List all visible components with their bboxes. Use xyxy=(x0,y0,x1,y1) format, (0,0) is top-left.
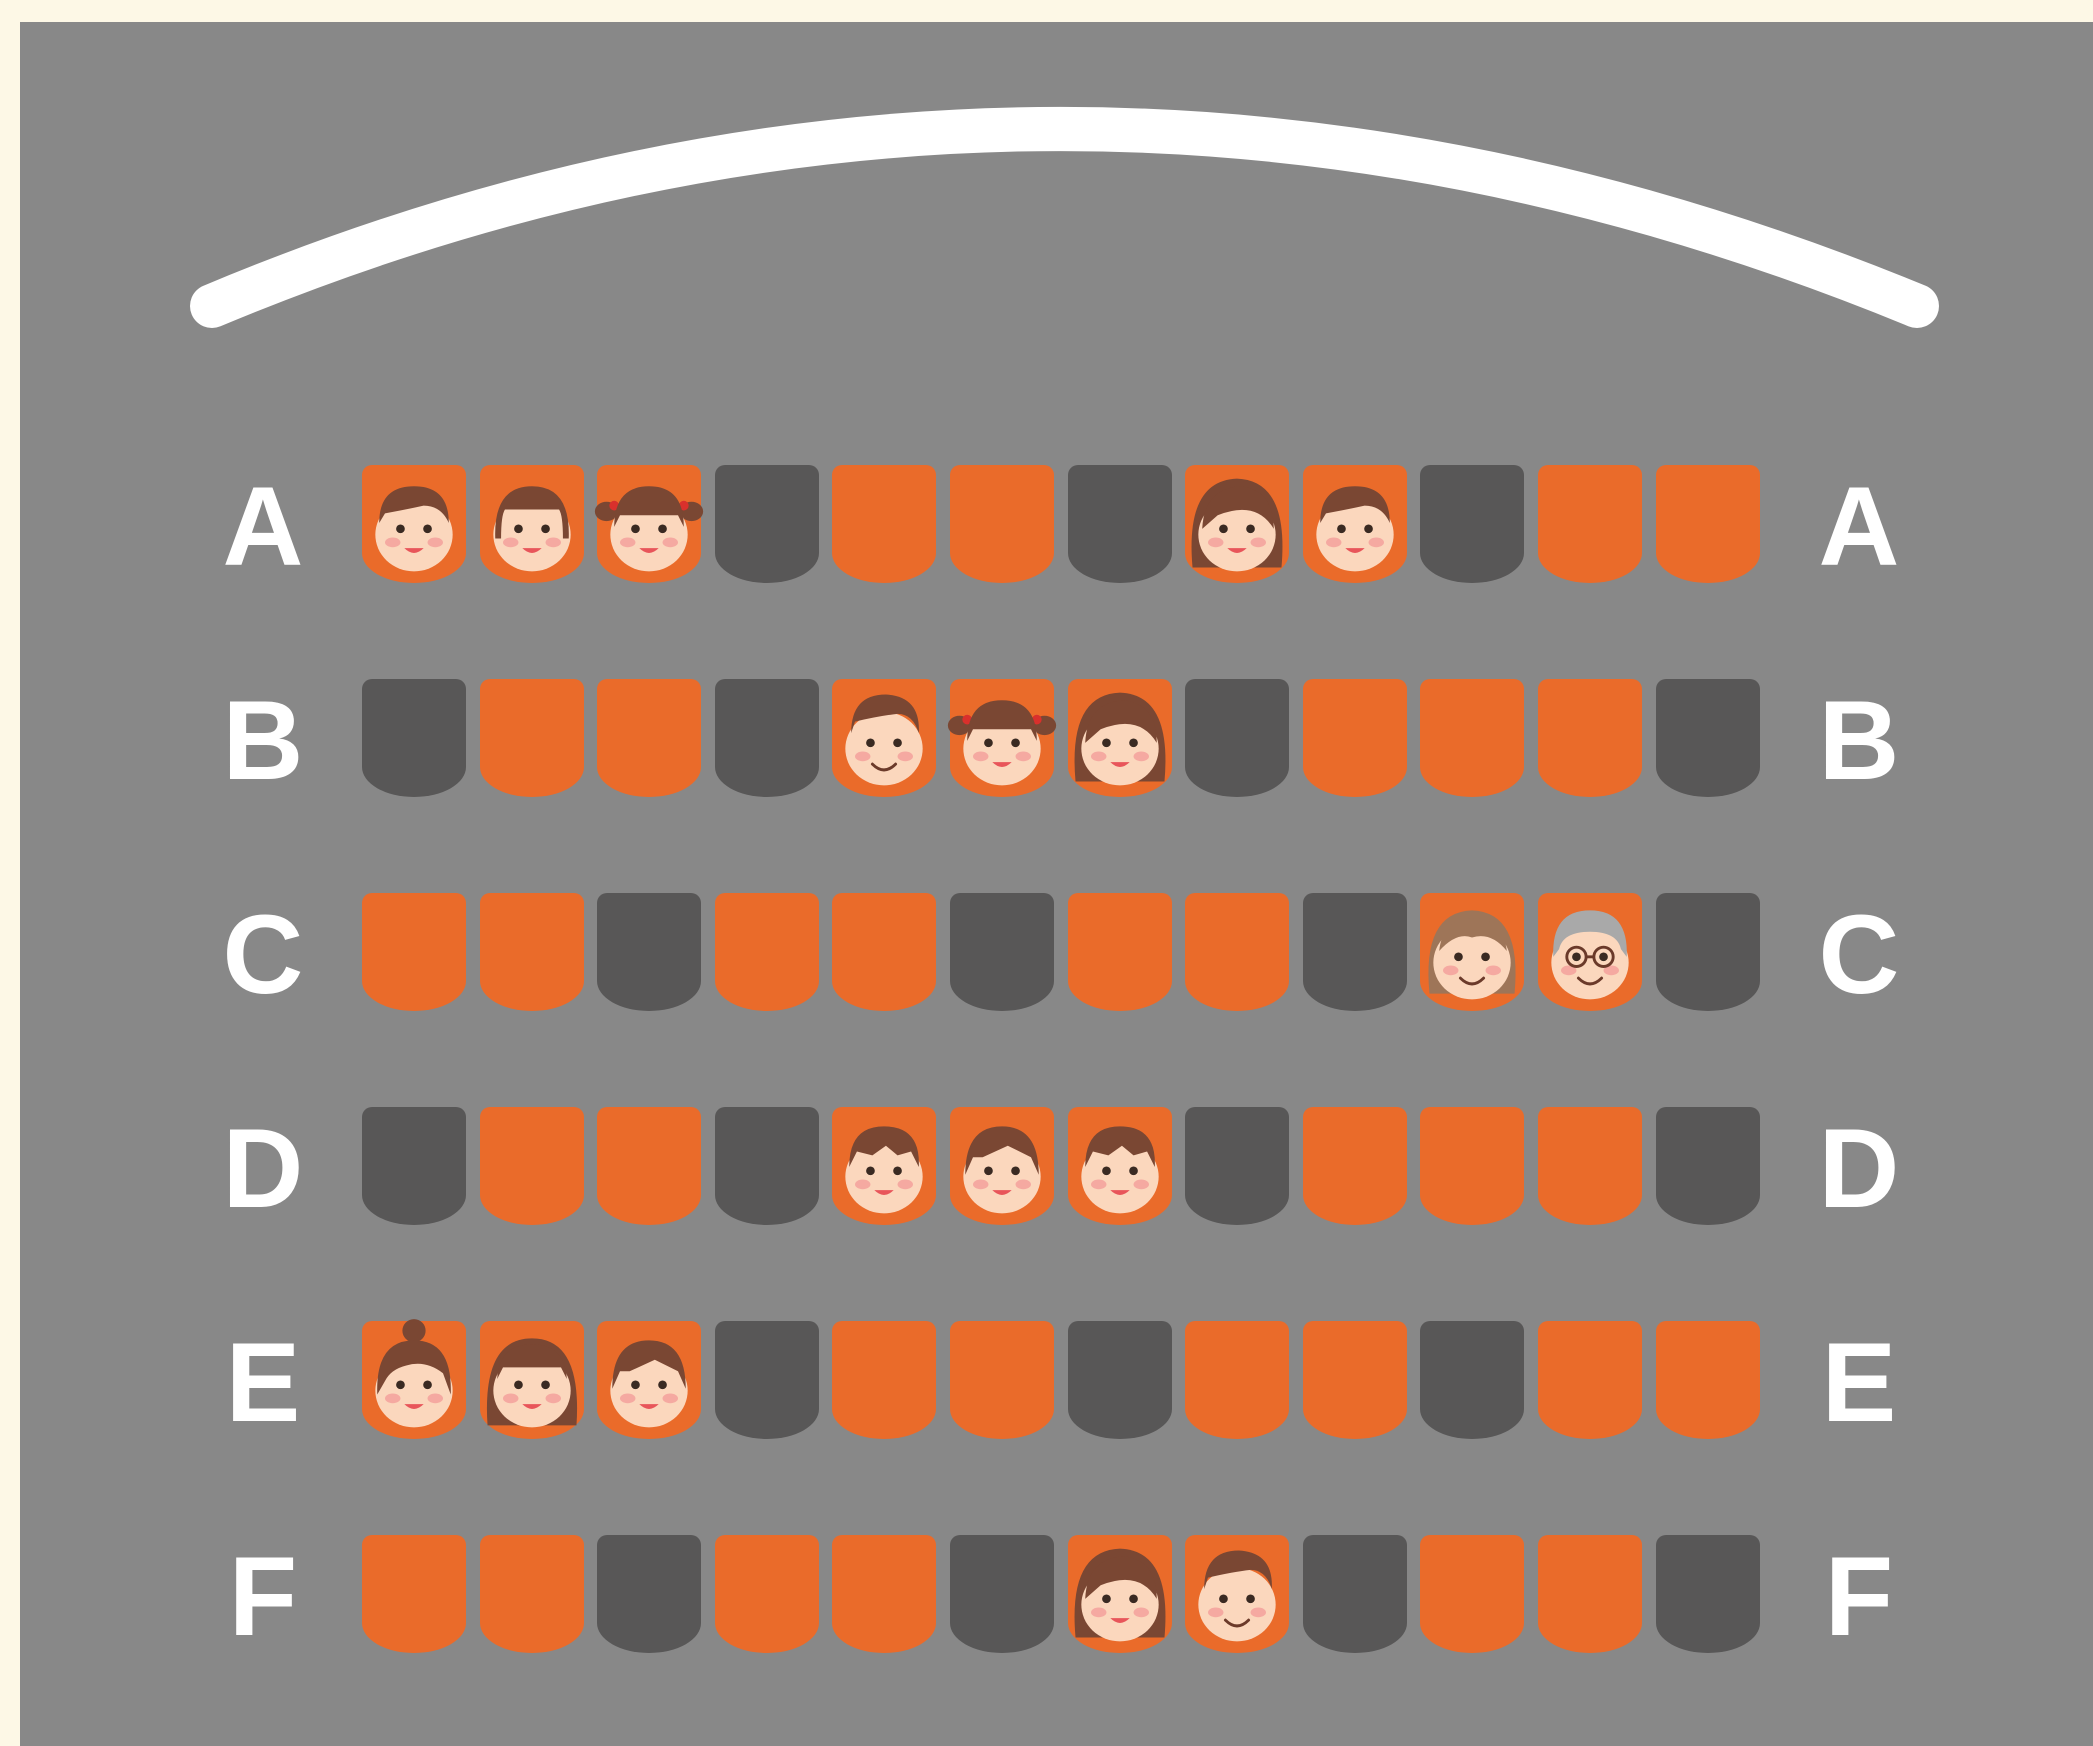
screen-arc xyxy=(20,22,2093,422)
seat-available[interactable] xyxy=(1538,465,1642,583)
seat-available[interactable] xyxy=(597,679,701,797)
seat-available[interactable] xyxy=(1420,679,1524,797)
seat-unavailable xyxy=(715,1107,819,1225)
row-label-left: C xyxy=(203,899,323,1011)
seat-unavailable xyxy=(1420,1321,1524,1439)
seat-unavailable xyxy=(1656,1535,1760,1653)
row-label-left: A xyxy=(203,471,323,583)
seat-unavailable xyxy=(1656,679,1760,797)
seat-available[interactable] xyxy=(950,679,1054,797)
seat-available[interactable] xyxy=(1420,893,1524,1011)
seat-available[interactable] xyxy=(1656,465,1760,583)
seat-unavailable xyxy=(715,1321,819,1439)
seat-unavailable xyxy=(1656,1107,1760,1225)
seat-available[interactable] xyxy=(1068,893,1172,1011)
seat-unavailable xyxy=(1420,465,1524,583)
seat-unavailable xyxy=(597,1535,701,1653)
seat-available[interactable] xyxy=(1538,1535,1642,1653)
seat-unavailable xyxy=(950,893,1054,1011)
seat-unavailable xyxy=(1185,1107,1289,1225)
seat-available[interactable] xyxy=(1303,465,1407,583)
row-label-left: F xyxy=(203,1541,323,1653)
seat-available[interactable] xyxy=(1185,465,1289,583)
row-label-right: F xyxy=(1799,1541,1919,1653)
seat-available[interactable] xyxy=(715,1535,819,1653)
seat-available[interactable] xyxy=(1185,893,1289,1011)
seat-available[interactable] xyxy=(832,1107,936,1225)
seat-available[interactable] xyxy=(480,1535,584,1653)
seat-available[interactable] xyxy=(1303,679,1407,797)
seat-unavailable xyxy=(1068,465,1172,583)
seat-available[interactable] xyxy=(950,1107,1054,1225)
seat-available[interactable] xyxy=(362,893,466,1011)
seat-available[interactable] xyxy=(950,1321,1054,1439)
seat-available[interactable] xyxy=(597,465,701,583)
seat-unavailable xyxy=(950,1535,1054,1653)
seat-available[interactable] xyxy=(1656,1321,1760,1439)
seat-available[interactable] xyxy=(597,1107,701,1225)
seat-unavailable xyxy=(1303,893,1407,1011)
seat-available[interactable] xyxy=(1420,1535,1524,1653)
seat-available[interactable] xyxy=(1538,1107,1642,1225)
row-label-right: B xyxy=(1799,685,1919,797)
seat-available[interactable] xyxy=(715,893,819,1011)
row-label-left: B xyxy=(203,685,323,797)
seat-available[interactable] xyxy=(1538,893,1642,1011)
seat-available[interactable] xyxy=(1538,1321,1642,1439)
seat-unavailable xyxy=(1185,679,1289,797)
seat-unavailable xyxy=(715,465,819,583)
row-label-right: A xyxy=(1799,471,1919,583)
seat-available[interactable] xyxy=(832,1535,936,1653)
row-label-right: D xyxy=(1799,1113,1919,1225)
seat-unavailable xyxy=(597,893,701,1011)
seat-unavailable xyxy=(715,679,819,797)
seat-unavailable xyxy=(362,1107,466,1225)
seat-available[interactable] xyxy=(480,1321,584,1439)
seat-available[interactable] xyxy=(1068,679,1172,797)
seat-unavailable xyxy=(1656,893,1760,1011)
row-label-right: E xyxy=(1799,1327,1919,1439)
seat-available[interactable] xyxy=(362,465,466,583)
seat-available[interactable] xyxy=(597,1321,701,1439)
seat-available[interactable] xyxy=(362,1535,466,1653)
seat-available[interactable] xyxy=(480,465,584,583)
row-label-left: D xyxy=(203,1113,323,1225)
seat-available[interactable] xyxy=(1185,1321,1289,1439)
seat-available[interactable] xyxy=(1185,1535,1289,1653)
seat-unavailable xyxy=(1303,1535,1407,1653)
seat-available[interactable] xyxy=(480,1107,584,1225)
seat-available[interactable] xyxy=(1068,1107,1172,1225)
seat-available[interactable] xyxy=(832,1321,936,1439)
seat-available[interactable] xyxy=(1303,1321,1407,1439)
seating-board: A A B B C C D D xyxy=(20,22,2093,1746)
row-label-right: C xyxy=(1799,899,1919,1011)
seat-available[interactable] xyxy=(480,679,584,797)
seat-available[interactable] xyxy=(1420,1107,1524,1225)
seat-available[interactable] xyxy=(832,465,936,583)
seat-available[interactable] xyxy=(832,679,936,797)
seat-available[interactable] xyxy=(1538,679,1642,797)
seat-available[interactable] xyxy=(950,465,1054,583)
seat-available[interactable] xyxy=(1303,1107,1407,1225)
row-label-left: E xyxy=(203,1327,323,1439)
seat-available[interactable] xyxy=(480,893,584,1011)
seat-available[interactable] xyxy=(832,893,936,1011)
seat-unavailable xyxy=(1068,1321,1172,1439)
seat-unavailable xyxy=(362,679,466,797)
seat-available[interactable] xyxy=(1068,1535,1172,1653)
seat-available[interactable] xyxy=(362,1321,466,1439)
